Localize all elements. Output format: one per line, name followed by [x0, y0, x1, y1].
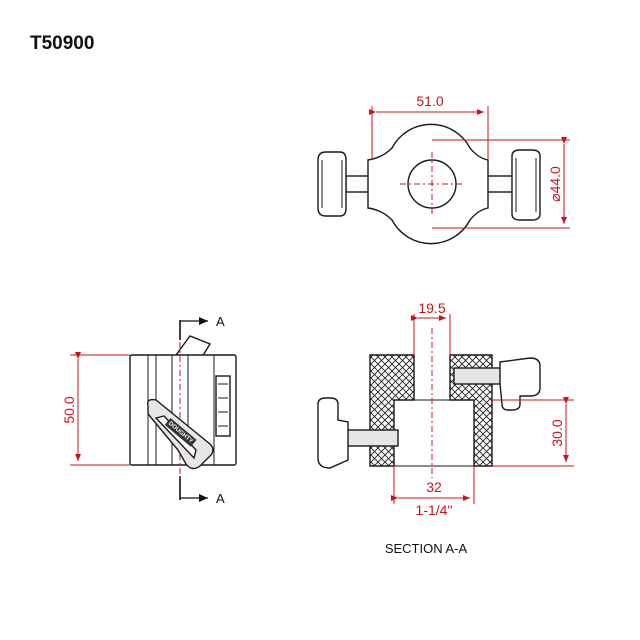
section-left-wall [369, 354, 415, 467]
side-top-lever [174, 335, 212, 358]
top-left-knob [317, 151, 347, 217]
top-right-knob [511, 149, 541, 221]
section-right-knob [499, 357, 541, 411]
top-width-label: 51.0 [416, 93, 443, 109]
side-clamp-block [215, 375, 231, 437]
part-number-title: T50900 [30, 33, 94, 54]
side-handle: DOUGHTY [146, 398, 214, 470]
bore-bottom-label: 32 [426, 479, 442, 495]
section-marker-top: A [216, 314, 225, 329]
section-marker-bottom: A [216, 491, 225, 506]
section-view: 19.5 32 1-1/4" 30.0 SECTION A-A [317, 300, 574, 556]
top-view: 51.0 ⌀44.0 [317, 93, 570, 245]
top-centerlines [400, 152, 464, 216]
bore-top-label: 19.5 [418, 300, 445, 316]
bore-bottom-inch-label: 1-1/4" [416, 502, 453, 518]
section-height-label: 30.0 [549, 419, 565, 446]
side-view: A A DOUGHTY 50.0 [61, 314, 237, 506]
top-diameter-label: ⌀44.0 [547, 166, 563, 202]
section-caption: SECTION A-A [385, 541, 468, 556]
section-left-knob [317, 397, 349, 469]
section-right-screw [453, 367, 505, 385]
side-height-label: 50.0 [61, 396, 77, 423]
